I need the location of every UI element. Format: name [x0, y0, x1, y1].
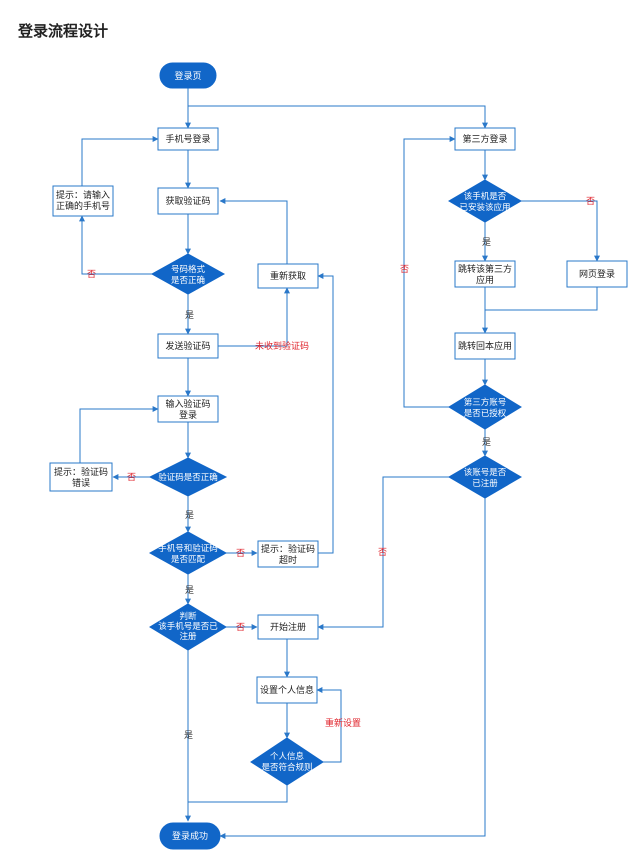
- node-get-code: 获取验证码: [157, 187, 219, 215]
- svg-text:是否正确: 是否正确: [171, 275, 205, 286]
- node-hint-code-error: 提示：验证码 错误: [49, 462, 113, 492]
- node-login-page: 登录页: [159, 62, 217, 89]
- label-no-installed: 否: [586, 196, 595, 207]
- node-account-registered-check: 该账号是否 已注册: [448, 455, 522, 499]
- svg-text:该账号是否: 该账号是否: [464, 467, 507, 478]
- svg-text:网页登录: 网页登录: [579, 269, 615, 280]
- node-authorized-check: 第三方账号 是否已授权: [448, 384, 522, 430]
- svg-text:设置个人信息: 设置个人信息: [260, 684, 314, 696]
- edge-start-thirdparty: [188, 105, 488, 129]
- edge-account-no: [317, 476, 449, 630]
- edge-send-notreceived: [218, 287, 290, 347]
- node-login-success: 登录成功: [159, 822, 221, 850]
- svg-text:发送验证码: 发送验证码: [165, 340, 210, 352]
- svg-text:提示：请输入: 提示：请输入: [56, 189, 110, 201]
- svg-text:跳转该第三方: 跳转该第三方: [458, 263, 512, 275]
- svg-text:是否符合规则: 是否符合规则: [261, 762, 312, 773]
- node-start-register: 开始注册: [257, 614, 319, 640]
- svg-text:应用: 应用: [476, 274, 494, 286]
- svg-text:超时: 超时: [279, 554, 297, 566]
- edge-hintphone-phone: [81, 136, 159, 186]
- svg-text:已注册: 已注册: [472, 478, 498, 489]
- edge-weblogin-merge: [485, 287, 598, 311]
- label-yes-registered: 是: [184, 730, 193, 741]
- edge-hinterror-input: [79, 406, 159, 463]
- node-hint-phone: 提示：请输入 正确的手机号: [52, 185, 114, 217]
- node-third-party-login: 第三方登录: [454, 127, 516, 151]
- label-no-auth: 否: [400, 264, 409, 275]
- svg-text:错误: 错误: [72, 477, 90, 489]
- label-reset: 重新设置: [325, 717, 361, 729]
- edge-refetch-getcode: [219, 198, 288, 264]
- svg-text:号码格式: 号码格式: [171, 264, 206, 275]
- label-yes-match: 是: [185, 585, 194, 596]
- label-yes-auth: 是: [482, 437, 491, 448]
- label-yes-format: 是: [185, 310, 194, 321]
- svg-text:是否已授权: 是否已授权: [464, 408, 507, 419]
- node-registered-check: 判断 该手机号是否已 注册: [149, 603, 227, 651]
- svg-text:开始注册: 开始注册: [270, 621, 306, 633]
- svg-text:登录成功: 登录成功: [172, 830, 208, 842]
- svg-text:该手机是否: 该手机是否: [464, 191, 507, 202]
- edge-profile-ok: [188, 785, 288, 803]
- edge-profile-reset: [316, 687, 342, 763]
- edge-account-yes: [219, 498, 486, 839]
- edge-timeout-refetch: [317, 273, 334, 554]
- node-code-correct-check: 验证码是否正确: [148, 457, 228, 497]
- edge-format-no: [79, 215, 154, 275]
- edge-labels: 否 是 未收到验证码 否 是 否 是 否 是 重新设置 否 是 否 是 否: [87, 196, 595, 741]
- node-profile-check: 个人信息 是否符合规则: [250, 737, 324, 786]
- label-yes-code: 是: [185, 510, 194, 521]
- svg-text:获取验证码: 获取验证码: [165, 195, 210, 207]
- node-hint-timeout: 提示：验证码 超时: [257, 540, 319, 568]
- svg-text:手机号登录: 手机号登录: [165, 133, 210, 145]
- node-input-code: 输入验证码 登录: [157, 395, 219, 423]
- node-phone-login: 手机号登录: [157, 127, 219, 151]
- label-not-received: 未收到验证码: [255, 340, 309, 352]
- svg-text:提示：验证码: 提示：验证码: [261, 543, 315, 555]
- svg-text:第三方账号: 第三方账号: [464, 397, 507, 408]
- node-jump-back: 跳转回本应用: [454, 332, 516, 360]
- label-no-registered: 否: [236, 622, 245, 633]
- connectors: [79, 88, 600, 839]
- svg-text:正确的手机号: 正确的手机号: [56, 200, 110, 212]
- page-title: 登录流程设计: [18, 22, 109, 40]
- node-match-check: 手机号和验证码 是否匹配: [148, 531, 228, 575]
- edge-auth-no: [403, 136, 456, 408]
- edge-installed-no: [521, 200, 600, 262]
- svg-text:个人信息: 个人信息: [270, 751, 305, 762]
- svg-text:验证码是否正确: 验证码是否正确: [158, 472, 218, 483]
- node-app-installed-check: 该手机是否 已安装该应用: [448, 179, 522, 223]
- svg-text:已安装该应用: 已安装该应用: [459, 202, 510, 213]
- svg-text:注册: 注册: [179, 631, 197, 642]
- svg-text:该手机号是否已: 该手机号是否已: [158, 621, 218, 632]
- svg-text:登录页: 登录页: [174, 71, 201, 82]
- label-no-format: 否: [87, 269, 96, 280]
- svg-text:重新获取: 重新获取: [270, 270, 306, 282]
- node-jump-third-app: 跳转该第三方 应用: [454, 260, 516, 288]
- node-web-login: 网页登录: [566, 260, 628, 288]
- node-phone-format-check: 号码格式 是否正确: [150, 253, 226, 295]
- svg-text:输入验证码: 输入验证码: [165, 398, 210, 410]
- svg-text:判断: 判断: [179, 611, 197, 622]
- label-no-code: 否: [127, 472, 136, 483]
- node-set-profile: 设置个人信息: [256, 676, 318, 704]
- svg-text:第三方登录: 第三方登录: [462, 133, 507, 145]
- svg-text:提示：验证码: 提示：验证码: [54, 466, 108, 478]
- node-refetch: 重新获取: [257, 263, 319, 289]
- label-no-account: 否: [378, 547, 387, 558]
- svg-text:手机号和验证码: 手机号和验证码: [158, 543, 218, 554]
- svg-text:是否匹配: 是否匹配: [171, 555, 206, 565]
- label-no-match: 否: [236, 548, 245, 559]
- label-yes-installed: 是: [482, 237, 491, 248]
- node-send-code: 发送验证码: [157, 333, 219, 359]
- svg-text:登录: 登录: [179, 410, 197, 421]
- svg-text:跳转回本应用: 跳转回本应用: [458, 340, 512, 352]
